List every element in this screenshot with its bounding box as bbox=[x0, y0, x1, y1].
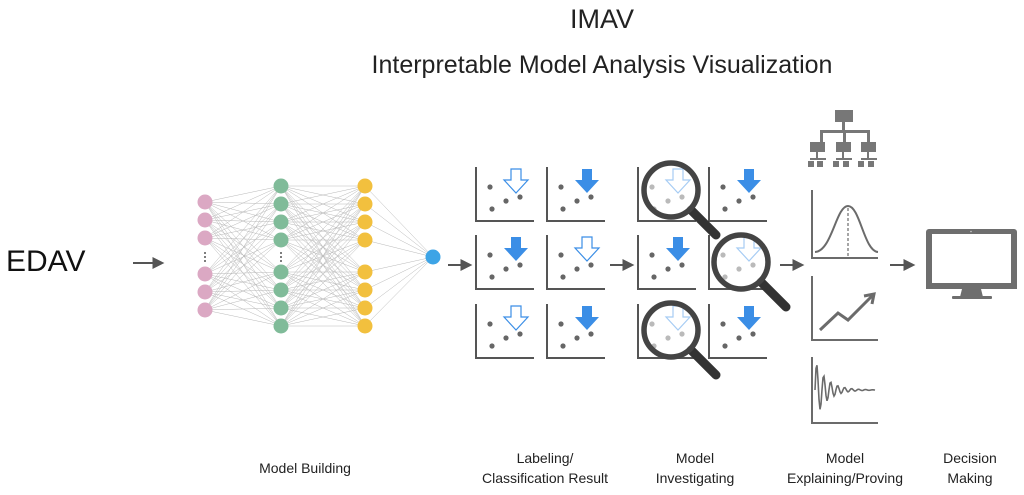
scatter-plot-icon bbox=[546, 235, 605, 290]
scatter-plot-icon bbox=[546, 167, 605, 222]
output-node bbox=[425, 249, 441, 265]
hidden-node bbox=[273, 264, 289, 280]
hidden-node bbox=[357, 196, 373, 212]
source-label: EDAV bbox=[6, 245, 86, 278]
down-arrow-outline-icon bbox=[502, 305, 530, 331]
flow-arrows bbox=[133, 257, 916, 271]
scatter-plot-icon bbox=[546, 304, 605, 359]
scatter-plot-icon bbox=[708, 167, 767, 222]
input-node bbox=[197, 302, 213, 318]
hidden-node bbox=[357, 178, 373, 194]
down-arrow-icon bbox=[737, 169, 761, 193]
hidden-node bbox=[357, 264, 373, 280]
input-node bbox=[197, 284, 213, 300]
input-node bbox=[197, 230, 213, 246]
stage-label-labeling: Labeling/Classification Result bbox=[481, 450, 609, 486]
trend-up-icon bbox=[811, 276, 878, 341]
explaining-icons bbox=[808, 110, 879, 424]
hidden-node bbox=[273, 318, 289, 334]
scatter-plot-icon bbox=[475, 167, 534, 222]
down-arrow-icon bbox=[504, 237, 528, 261]
input-node bbox=[197, 266, 213, 282]
damped-wave-icon bbox=[811, 357, 878, 424]
hidden-node bbox=[273, 178, 289, 194]
scatter-plot-icon bbox=[475, 235, 534, 290]
stage-label-model-building: Model Building bbox=[259, 460, 351, 476]
down-arrow-icon bbox=[666, 237, 690, 261]
scatter-plot-icon bbox=[637, 235, 696, 290]
hidden-node bbox=[273, 282, 289, 298]
scatter-plot-icon bbox=[708, 304, 767, 359]
down-arrow-outline-icon bbox=[573, 236, 601, 262]
hidden-node bbox=[357, 232, 373, 248]
hidden-node bbox=[273, 232, 289, 248]
hidden-node bbox=[273, 196, 289, 212]
bell-curve-icon bbox=[811, 190, 879, 259]
neural-network-icon bbox=[197, 178, 441, 334]
scatter-plot-icon bbox=[475, 304, 534, 359]
ellipsis-dots bbox=[204, 252, 282, 262]
page-subtitle: Interpretable Model Analysis Visualizati… bbox=[371, 51, 833, 79]
magnifier-icons bbox=[641, 160, 791, 380]
labeling-result-grid bbox=[475, 167, 605, 359]
down-arrow-icon bbox=[575, 169, 599, 193]
hidden-node bbox=[357, 282, 373, 298]
input-node bbox=[197, 212, 213, 228]
input-node bbox=[197, 194, 213, 210]
down-arrow-outline-icon bbox=[502, 168, 530, 194]
page-title: IMAV bbox=[569, 4, 634, 34]
down-arrow-icon bbox=[575, 306, 599, 330]
magnifier-icon bbox=[711, 232, 791, 312]
hidden-node bbox=[357, 300, 373, 316]
hidden-node bbox=[357, 214, 373, 230]
magnifier-icon bbox=[641, 160, 721, 240]
monitor-icon bbox=[926, 229, 1017, 299]
org-chart-icon bbox=[808, 110, 877, 167]
down-arrow-icon bbox=[737, 306, 761, 330]
magnifier-icon bbox=[641, 300, 721, 380]
hidden-node bbox=[357, 318, 373, 334]
hidden-node bbox=[273, 300, 289, 316]
hidden-node bbox=[273, 214, 289, 230]
